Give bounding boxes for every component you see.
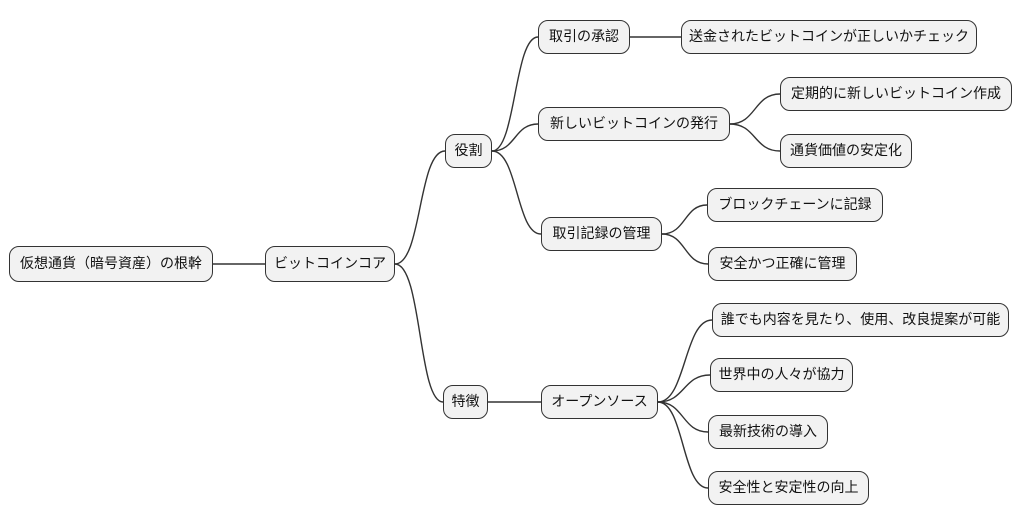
edge-issue-periodic — [729, 93, 781, 125]
node-check: 送金されたビットコインが正しいかチェック — [681, 20, 977, 54]
edge-opensource-safety — [657, 401, 709, 489]
edge-core-feature — [394, 263, 444, 403]
node-issue: 新しいビットコインの発行 — [538, 107, 730, 141]
edge-role-records — [491, 150, 542, 235]
node-world: 世界中の人々が協力 — [710, 358, 853, 392]
node-approval: 取引の承認 — [538, 20, 630, 54]
edge-opensource-world — [657, 374, 711, 403]
node-records: 取引記録の管理 — [541, 217, 662, 251]
edge-opensource-latest — [657, 401, 709, 433]
node-blockchain: ブロックチェーンに記録 — [707, 188, 883, 222]
edge-records-secure — [661, 233, 709, 265]
edge-records-blockchain — [661, 204, 708, 235]
node-feature: 特徴 — [443, 385, 488, 419]
edge-role-issue — [491, 123, 539, 152]
node-root: 仮想通貨（暗号資産）の根幹 — [9, 246, 213, 282]
edge-issue-stable — [729, 123, 781, 152]
node-latest: 最新技術の導入 — [708, 415, 828, 449]
node-secure: 安全かつ正確に管理 — [708, 247, 857, 281]
node-stable: 通貨価値の安定化 — [780, 134, 912, 168]
node-core: ビットコインコア — [265, 246, 395, 282]
node-role: 役割 — [445, 134, 492, 168]
node-safety: 安全性と安定性の向上 — [708, 471, 869, 505]
edge-role-approval — [491, 36, 539, 152]
node-opensource: オープンソース — [541, 385, 658, 419]
edge-core-role — [394, 150, 446, 265]
node-periodic: 定期的に新しいビットコイン作成 — [780, 77, 1012, 111]
node-anyone: 誰でも内容を見たり、使用、改良提案が可能 — [712, 303, 1009, 337]
edge-opensource-anyone — [657, 319, 713, 403]
